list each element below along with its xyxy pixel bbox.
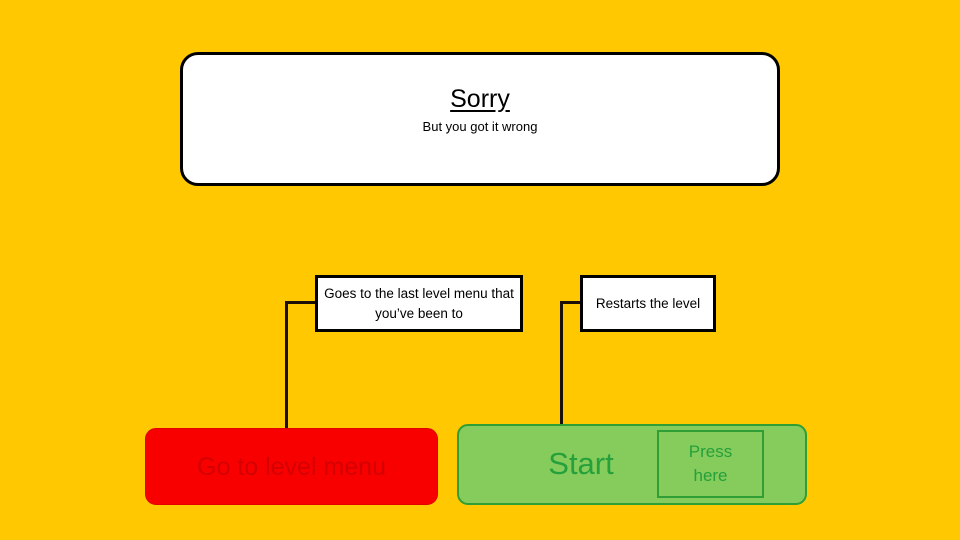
message-subtitle: But you got it wrong xyxy=(422,119,538,134)
start-button[interactable]: Start Press here xyxy=(457,424,807,505)
start-button-label: Start xyxy=(548,446,614,481)
connector-line-level-menu-horizontal xyxy=(285,301,316,304)
callout-level-menu-text: Goes to the last level menu that you’ve … xyxy=(324,285,514,321)
connector-line-level-menu-vertical xyxy=(285,301,288,447)
message-panel: Sorry But you got it wrong xyxy=(180,52,780,186)
press-here-box[interactable]: Press here xyxy=(657,430,764,498)
connector-line-restart-vertical xyxy=(560,301,563,463)
go-to-level-menu-button[interactable]: Go to level menu xyxy=(145,428,438,505)
connector-line-restart-horizontal xyxy=(560,301,581,304)
press-here-label-line1: Press xyxy=(688,442,733,461)
message-title: Sorry xyxy=(450,85,510,113)
go-to-level-menu-label: Go to level menu xyxy=(197,452,386,481)
callout-restart-text: Restarts the level xyxy=(595,295,701,311)
callout-level-menu: Goes to the last level menu that you’ve … xyxy=(315,275,523,332)
press-here-label-line2: here xyxy=(693,466,728,485)
callout-restart: Restarts the level xyxy=(580,275,716,332)
